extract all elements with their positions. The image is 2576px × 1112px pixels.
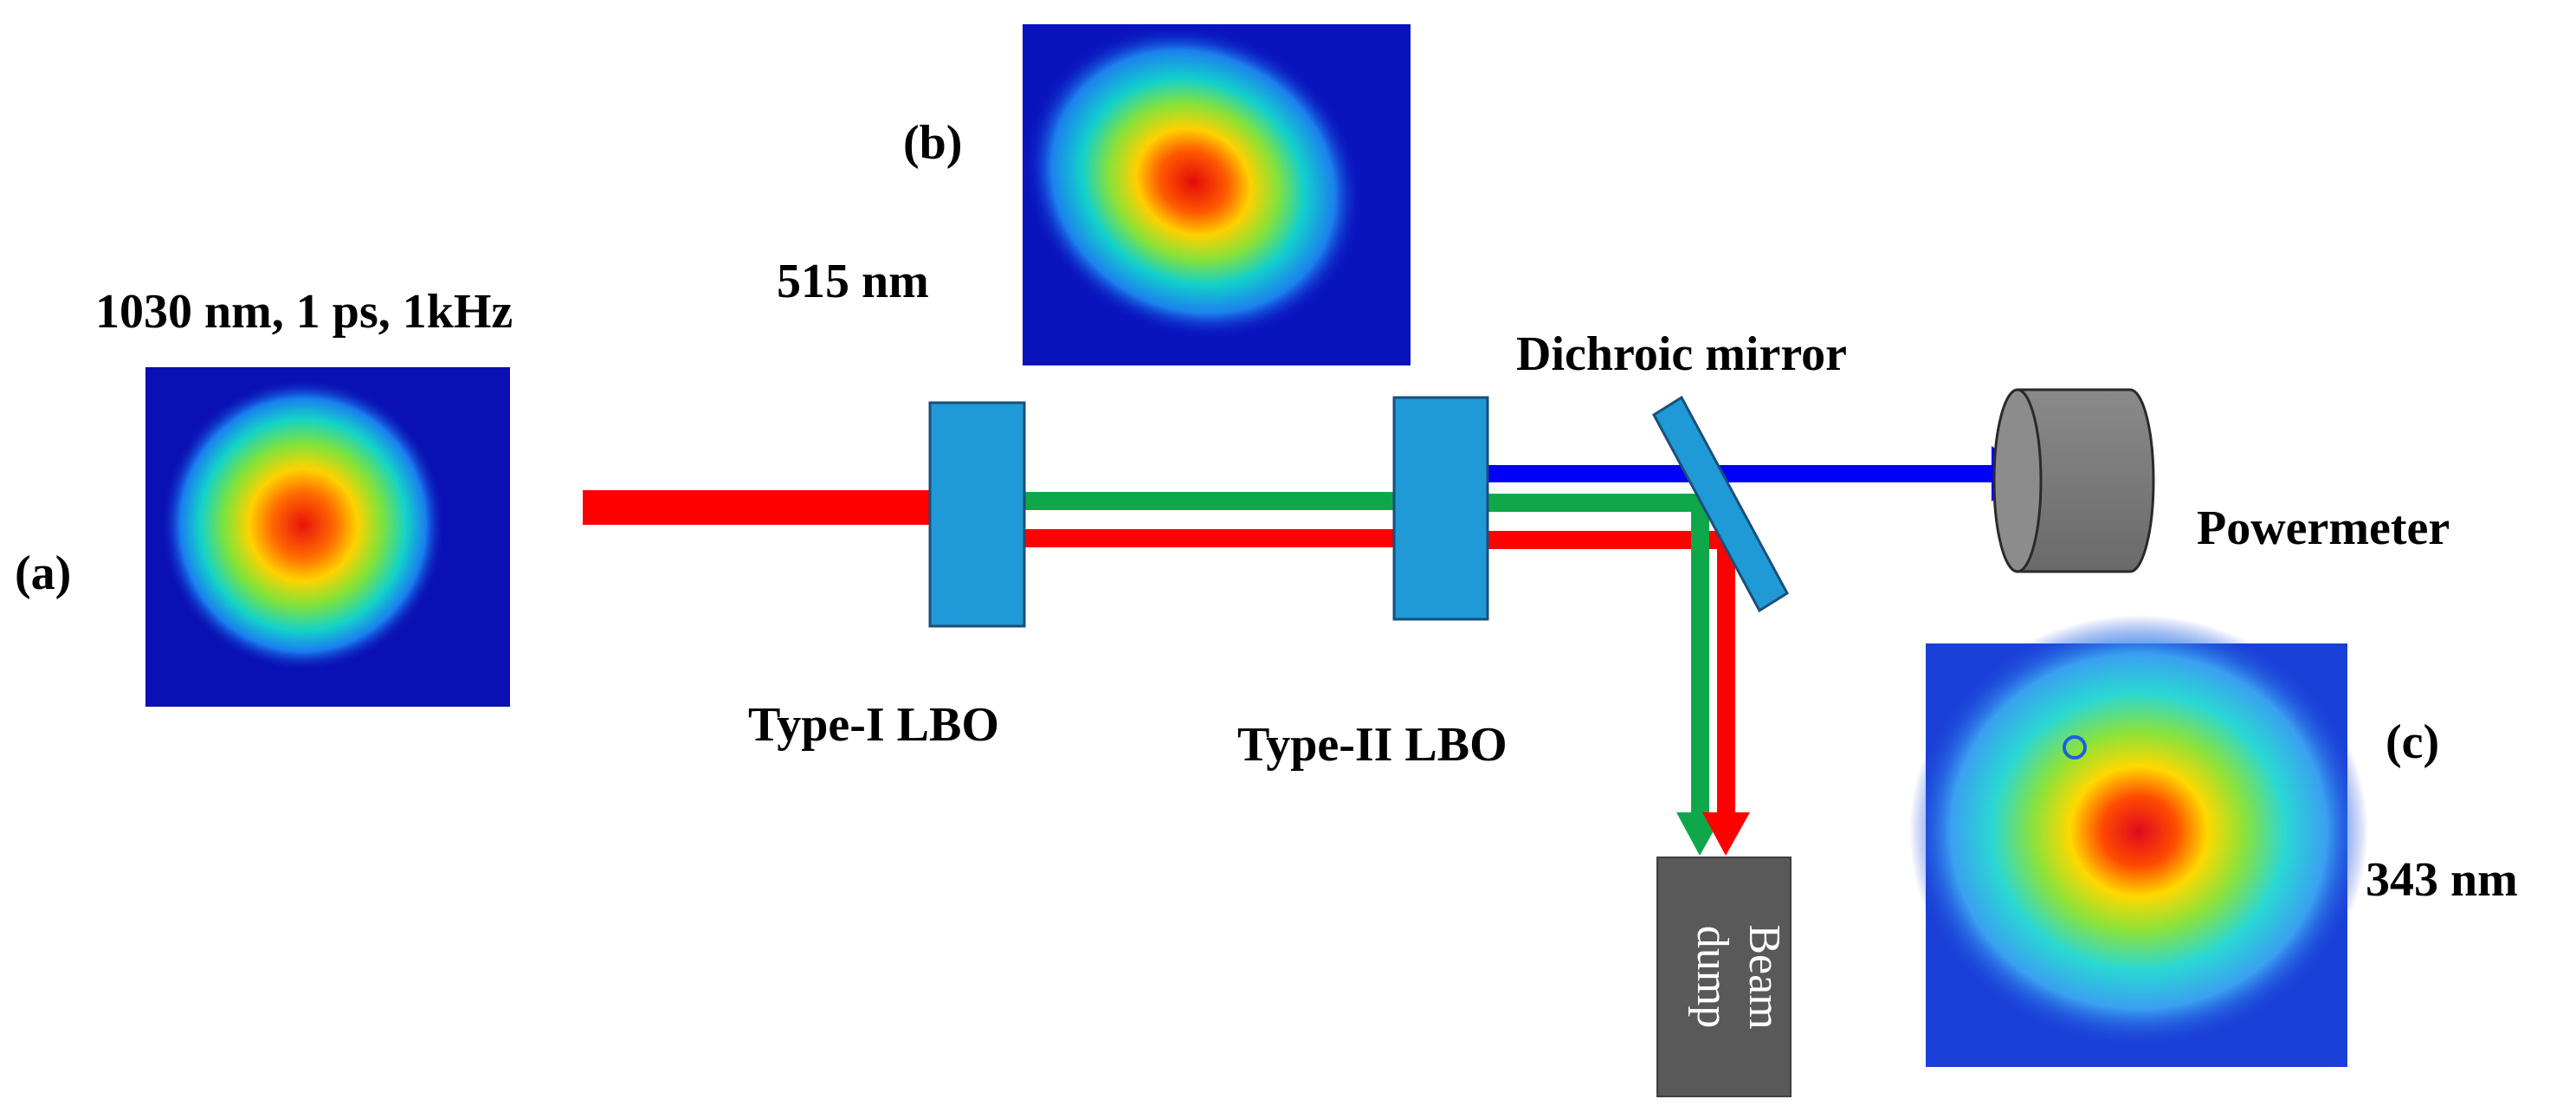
fundamental-arrowhead xyxy=(1702,812,1750,856)
type1-lbo-label: Type-I LBO xyxy=(748,698,999,752)
profile-c-tag: (c) xyxy=(2386,715,2439,769)
beam-profile-c-spot xyxy=(1909,615,2368,1048)
second-harmonic-to-dump xyxy=(1691,494,1709,813)
profile-b-caption: 515 nm xyxy=(777,255,929,308)
type2-lbo-label: Type-II LBO xyxy=(1237,718,1508,772)
profile-a-caption: 1030 nm, 1 ps, 1kHz xyxy=(95,285,513,339)
powermeter-face xyxy=(1992,388,2043,573)
profile-b-tag: (b) xyxy=(903,116,962,170)
dichroic-mirror xyxy=(1652,395,1789,613)
profile-a-tag: (a) xyxy=(15,546,71,600)
fundamental-to-dump xyxy=(1717,531,1735,813)
third-harmonic-beam xyxy=(1488,465,1998,482)
profile-c-caption: 343 nm xyxy=(2366,853,2518,907)
beam-dump-label-line1: Beam xyxy=(1740,924,1789,1029)
type2-lbo-crystal xyxy=(1392,396,1489,621)
beam-dump xyxy=(1656,857,1792,1097)
fundamental-to-mirror xyxy=(1488,531,1726,549)
dichroic-mirror-label: Dichroic mirror xyxy=(1516,327,1847,381)
type1-lbo-crystal xyxy=(928,401,1026,628)
beam-profile-a-spot xyxy=(160,378,446,672)
powermeter xyxy=(1992,388,2155,573)
beam-profile-c xyxy=(1909,615,2368,1067)
beam-profile-c-artifact xyxy=(2063,735,2087,760)
second-harmonic-beam-segment xyxy=(1025,492,1394,510)
beam-paths xyxy=(583,446,2031,856)
fundamental-beam-input xyxy=(583,490,934,525)
beam-dump-label-line2: dump xyxy=(1688,926,1737,1028)
fundamental-beam-segment xyxy=(1025,529,1394,547)
beam-profile-a xyxy=(145,367,510,707)
powermeter-body xyxy=(2016,388,2155,573)
powermeter-label: Powermeter xyxy=(2197,501,2450,555)
beam-profile-b xyxy=(1023,24,1411,365)
beam-profile-b-spot xyxy=(1024,25,1362,339)
beam-dump-label: Beam dump xyxy=(1688,924,1789,1029)
second-harmonic-to-mirror xyxy=(1488,494,1700,512)
